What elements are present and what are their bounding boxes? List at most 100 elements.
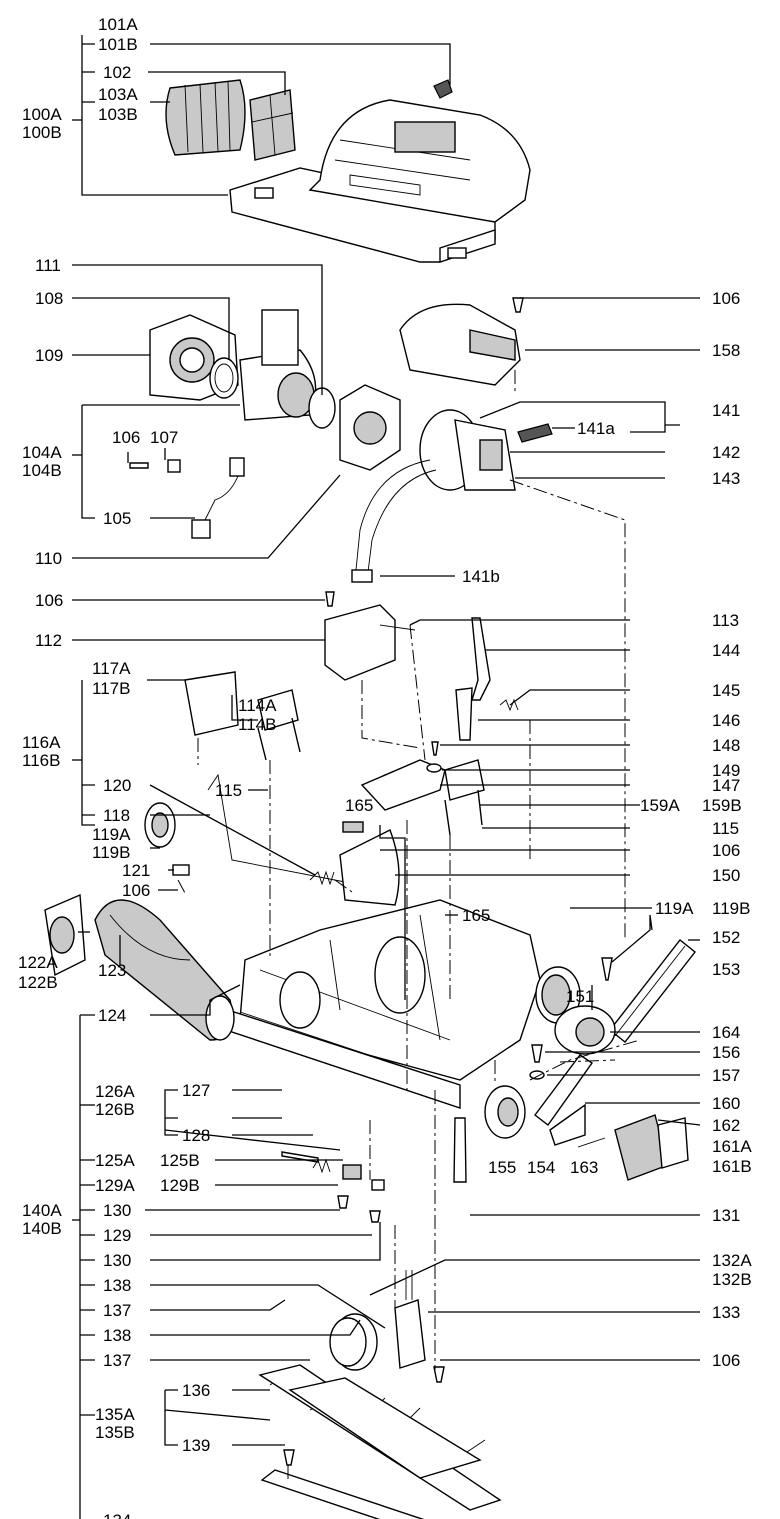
leader-lines [72,35,701,1519]
label-113: 113 [712,611,739,630]
label-160: 160 [712,1094,740,1113]
label-114b: 114B [238,715,276,734]
label-129b: 129B [160,1176,200,1195]
label-121: 121 [122,861,150,880]
label-102: 102 [103,63,131,82]
label-140a: 140A [22,1201,62,1220]
label-107: 107 [150,428,178,447]
label-119b-left: 119B [92,843,130,862]
label-106-d: 106 [122,881,150,900]
label-119a-right: 119A [655,899,694,918]
label-164: 164 [712,1023,740,1042]
label-146: 146 [712,711,740,730]
label-122a: 122A [18,953,58,972]
label-155: 155 [488,1158,516,1177]
label-145: 145 [712,681,740,700]
label-131: 131 [712,1206,740,1225]
label-106-top: 106 [712,289,740,308]
label-135b: 135B [95,1423,135,1442]
label-119b-right: 119B [712,899,750,918]
alignment-lines [177,370,641,1480]
label-133: 133 [712,1303,740,1322]
label-101b: 101B [98,35,138,54]
label-124: 124 [98,1006,126,1025]
label-158: 158 [712,341,740,360]
bracket-group [144,591,519,923]
label-106-mid: 106 [35,591,63,610]
label-126a: 126A [95,1082,135,1101]
bottom-group [44,893,502,1519]
label-135a: 135A [95,1405,135,1424]
label-116a: 116A [22,733,61,752]
label-100b: 100B [22,123,62,142]
label-154: 154 [527,1158,555,1177]
label-112: 112 [35,631,62,650]
label-104b: 104B [22,461,62,480]
label-159a: 159A [640,796,680,815]
label-141a: 141a [577,419,615,438]
label-147: 147 [712,776,740,795]
label-149: 149 [712,761,740,780]
label-161b: 161B [712,1157,752,1176]
label-161a: 161A [712,1137,752,1156]
label-141b: 141b [462,567,500,586]
label-157: 157 [712,1066,740,1085]
label-123: 123 [98,961,126,980]
label-136: 136 [182,1381,210,1400]
label-141: 141 [712,401,740,420]
label-130-b: 130 [103,1251,131,1270]
label-159b: 159B [702,796,742,815]
label-165-top: 165 [345,796,373,815]
label-106-bottom: 106 [712,1351,740,1370]
label-126b: 126B [95,1100,135,1119]
label-128: 128 [182,1126,210,1145]
label-150: 150 [712,866,740,885]
label-106-left: 106 [112,428,140,447]
label-132b: 132B [712,1270,752,1289]
top-cover-group [165,79,531,263]
label-151: 151 [566,987,594,1006]
label-117b: 117B [92,679,130,698]
label-103a: 103A [98,85,138,104]
label-106-c: 106 [712,841,740,860]
label-117a: 117A [92,659,131,678]
label-129: 129 [103,1226,131,1245]
motor-housing-group [129,297,553,583]
label-142: 142 [712,443,740,462]
label-104a: 104A [22,443,62,462]
label-148: 148 [712,736,740,755]
label-138-b: 138 [103,1326,131,1345]
label-152: 152 [712,928,740,947]
label-100a: 100A [22,105,62,124]
label-127: 127 [182,1081,210,1100]
label-130-a: 130 [103,1201,131,1220]
label-144: 144 [712,641,740,660]
label-153: 153 [712,960,740,979]
label-165-bottom: 165 [462,906,490,925]
label-163: 163 [570,1158,598,1177]
label-101a: 101A [98,15,138,34]
label-138-a: 138 [103,1276,131,1295]
label-108: 108 [35,289,63,308]
base-pan-group [225,899,696,1223]
label-140b: 140B [22,1219,62,1238]
label-137-b: 137 [103,1351,131,1370]
label-125b: 125B [160,1151,200,1170]
label-110: 110 [35,549,62,568]
label-111: 111 [35,256,61,275]
label-125a: 125A [95,1151,135,1170]
label-137-a: 137 [103,1301,131,1320]
label-132a: 132A [712,1251,752,1270]
label-120: 120 [103,776,131,795]
label-134: 134 [103,1511,131,1519]
label-122b: 122B [18,973,58,992]
label-115-right: 115 [712,819,739,838]
part-labels: 101A 101B 102 103A 103B 100A 100B 111 10… [18,15,752,1519]
label-115-left: 115 [215,781,242,800]
label-139: 139 [182,1436,210,1455]
label-143: 143 [712,469,740,488]
label-109: 109 [35,346,63,365]
label-118: 118 [103,806,130,825]
label-105: 105 [103,509,131,528]
